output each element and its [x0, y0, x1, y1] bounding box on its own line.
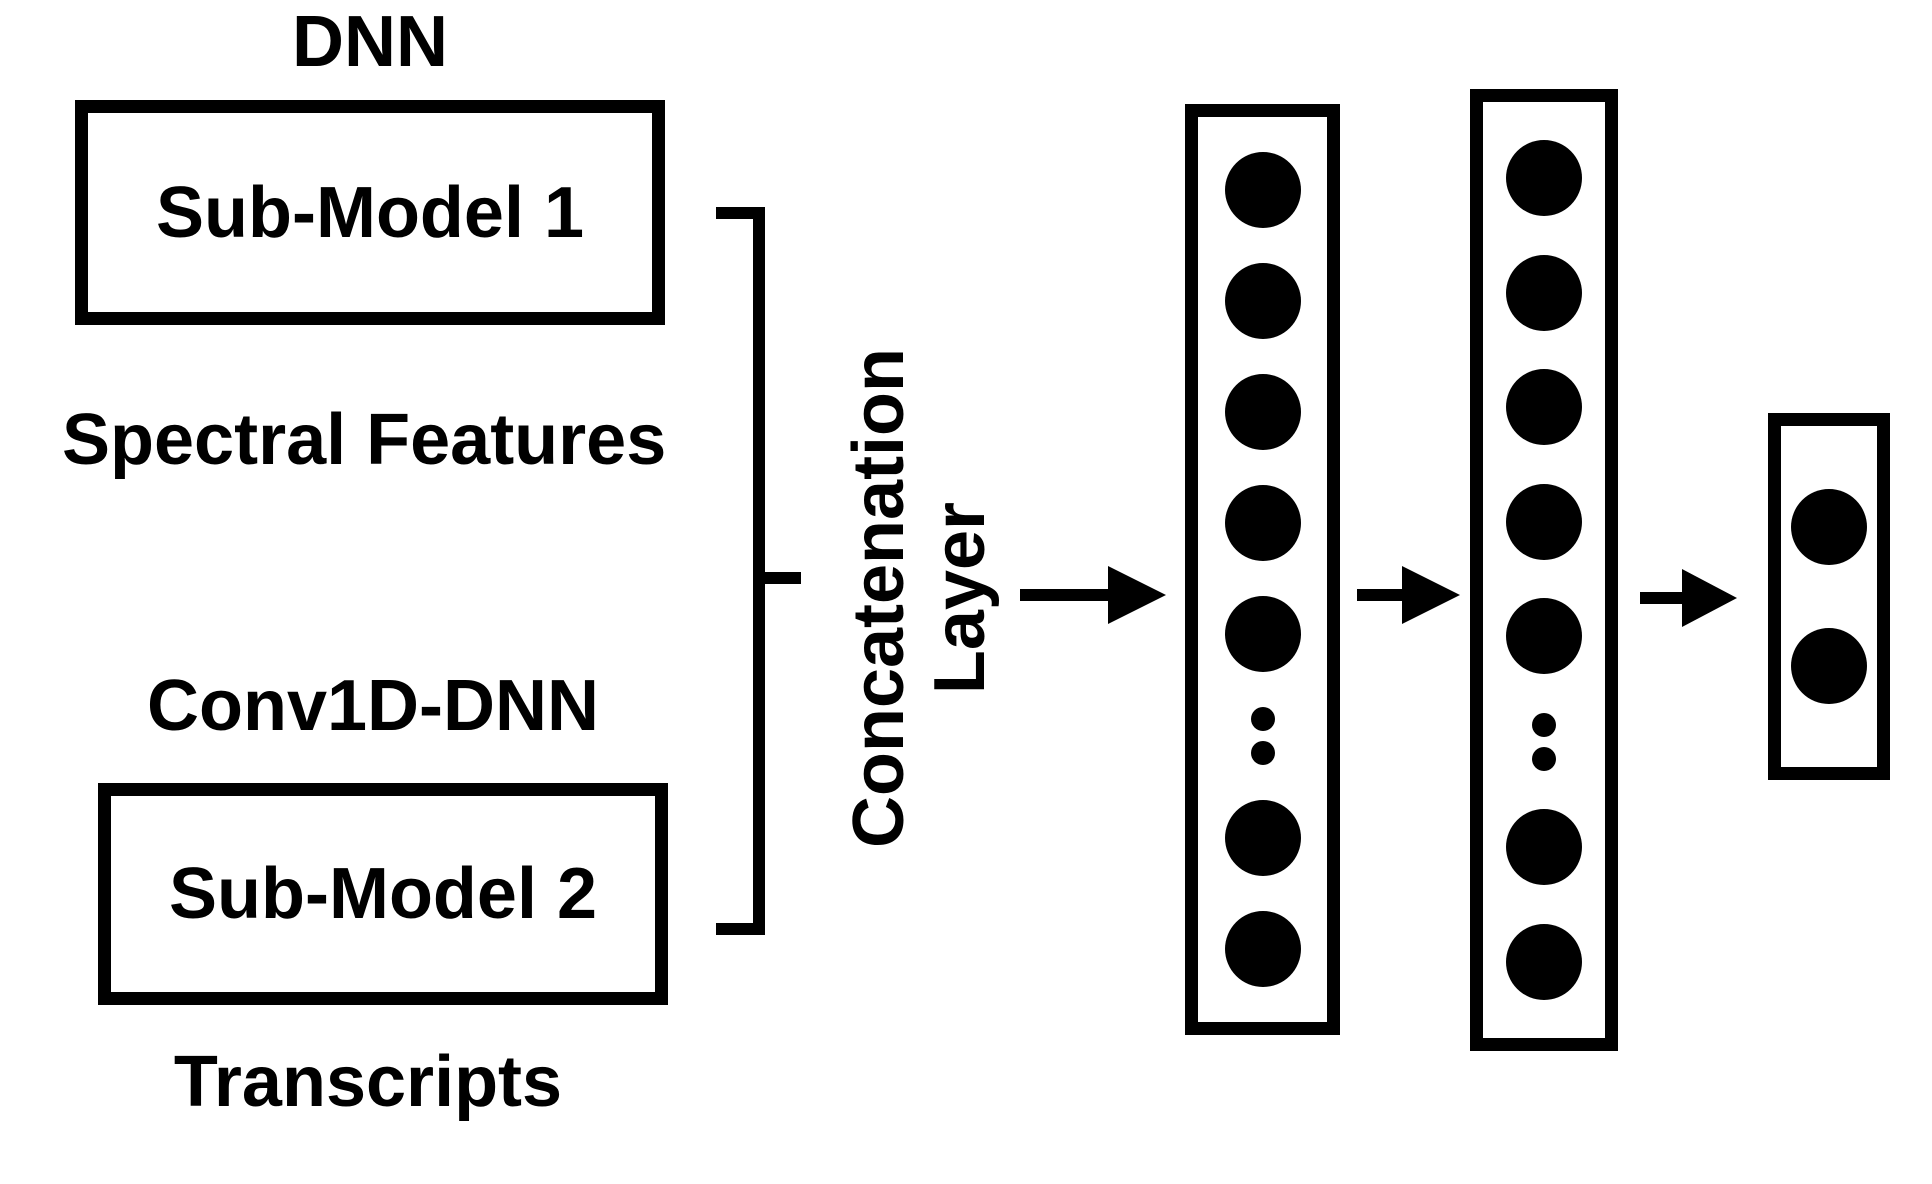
concatenation-layer-label: Concatenation Layer — [837, 298, 1003, 898]
submodel1-label: Sub-Model 1 — [156, 172, 584, 253]
hidden-layer-1-box — [1185, 104, 1340, 1035]
submodel2-box: Sub-Model 2 — [98, 783, 668, 1005]
neuron-circle — [1224, 152, 1301, 228]
concat-bracket-middle-tick — [765, 572, 801, 584]
concatenation-layer-label-line2: Layer — [920, 501, 1000, 695]
vertical-ellipsis — [1532, 712, 1556, 771]
neuron-circle — [1506, 483, 1582, 560]
neuron-circle — [1224, 374, 1301, 450]
concat-bracket-bottom-arm — [716, 923, 765, 935]
spectral-features-label: Spectral Features — [62, 400, 667, 480]
ellipsis-dot — [1250, 741, 1275, 765]
dnn-model-title: DNN — [292, 2, 448, 82]
neuron-circle — [1506, 809, 1582, 886]
arrow-hidden1-to-hidden2 — [1357, 566, 1460, 624]
concatenation-layer-label-line1: Concatenation — [839, 347, 920, 849]
neuron-circle — [1224, 596, 1301, 672]
submodel1-box: Sub-Model 1 — [75, 100, 665, 325]
ellipsis-dot — [1532, 746, 1556, 771]
arrow-hidden2-to-output — [1640, 569, 1737, 627]
hidden-layer-2-box — [1470, 89, 1618, 1051]
arrow-shaft — [1357, 589, 1409, 601]
neuron-circle — [1506, 254, 1582, 331]
concat-bracket-vertical-line — [753, 207, 765, 935]
arrow-head-icon — [1402, 566, 1460, 624]
concat-bracket-top-arm — [716, 207, 765, 219]
conv1d-dnn-model-title: Conv1D-DNN — [146, 666, 599, 746]
neuron-circle — [1506, 598, 1582, 675]
neuron-circle — [1224, 263, 1301, 339]
transcripts-label: Transcripts — [173, 1042, 563, 1122]
neuron-circle — [1791, 489, 1867, 565]
submodel2-label: Sub-Model 2 — [169, 854, 597, 934]
output-layer-box — [1768, 413, 1890, 780]
neuron-circle — [1506, 369, 1582, 446]
neuron-circle — [1791, 628, 1867, 704]
neuron-circle — [1224, 800, 1301, 876]
vertical-ellipsis — [1250, 707, 1275, 765]
arrow-concat-to-hidden1 — [1020, 566, 1166, 624]
ellipsis-dot — [1250, 707, 1275, 731]
arrow-head-icon — [1682, 569, 1737, 627]
neuron-circle — [1506, 923, 1582, 1000]
neuron-circle — [1506, 140, 1582, 217]
arrow-shaft — [1020, 589, 1112, 601]
ellipsis-dot — [1532, 712, 1556, 737]
arrow-shaft — [1640, 592, 1688, 604]
arrow-head-icon — [1108, 566, 1166, 624]
neuron-circle — [1224, 485, 1301, 561]
neuron-circle — [1224, 911, 1301, 987]
